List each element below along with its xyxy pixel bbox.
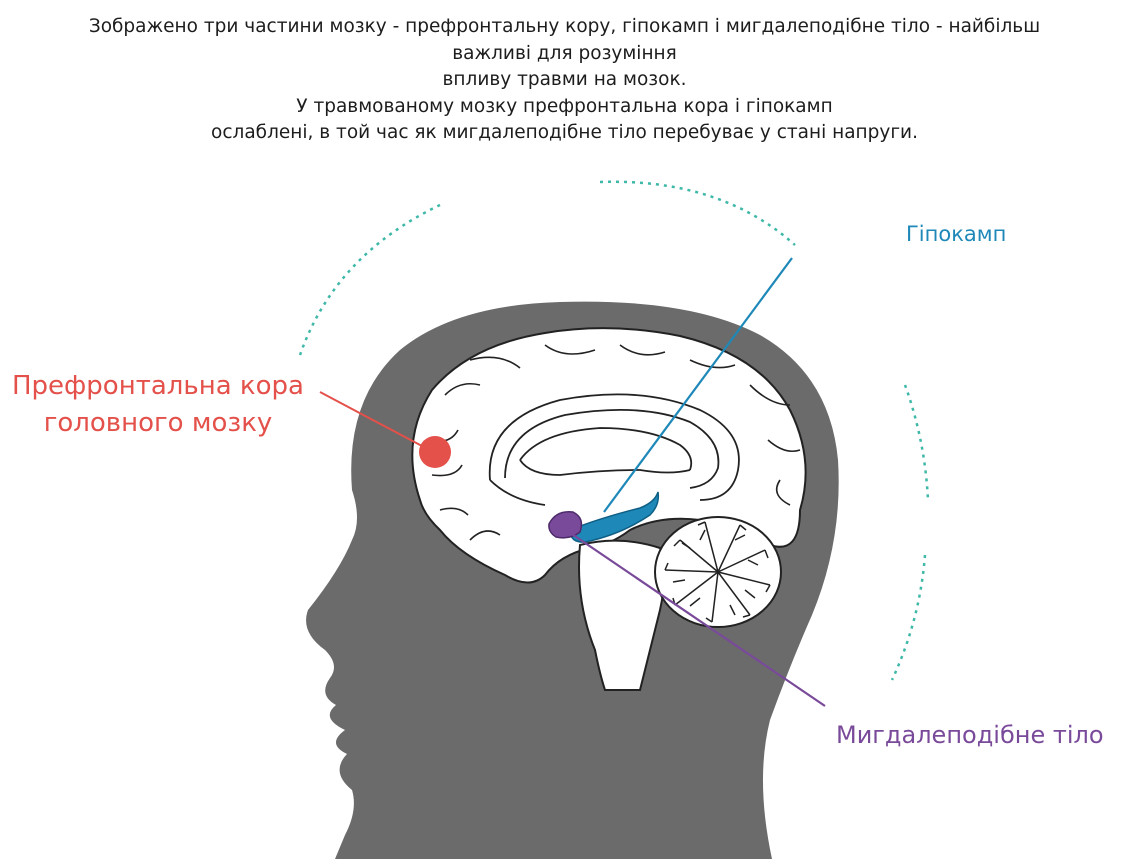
cerebellum	[655, 517, 781, 627]
amygdala-label: Мигдалеподібне тіло	[836, 721, 1104, 749]
dashed-arc-top	[600, 182, 795, 245]
hippocampus-label: Гіпокамп	[906, 222, 1006, 246]
dashed-arc-right-lower	[892, 555, 925, 680]
dashed-arc-left	[300, 205, 440, 355]
prefrontal-cortex-label-line-2: головного мозку	[12, 405, 304, 442]
prefrontal-cortex-marker	[419, 436, 451, 468]
dashed-arc-right-upper	[905, 385, 928, 500]
prefrontal-cortex-label: Префронтальна кора головного мозку	[12, 368, 304, 442]
prefrontal-cortex-label-line-1: Префронтальна кора	[12, 368, 304, 405]
